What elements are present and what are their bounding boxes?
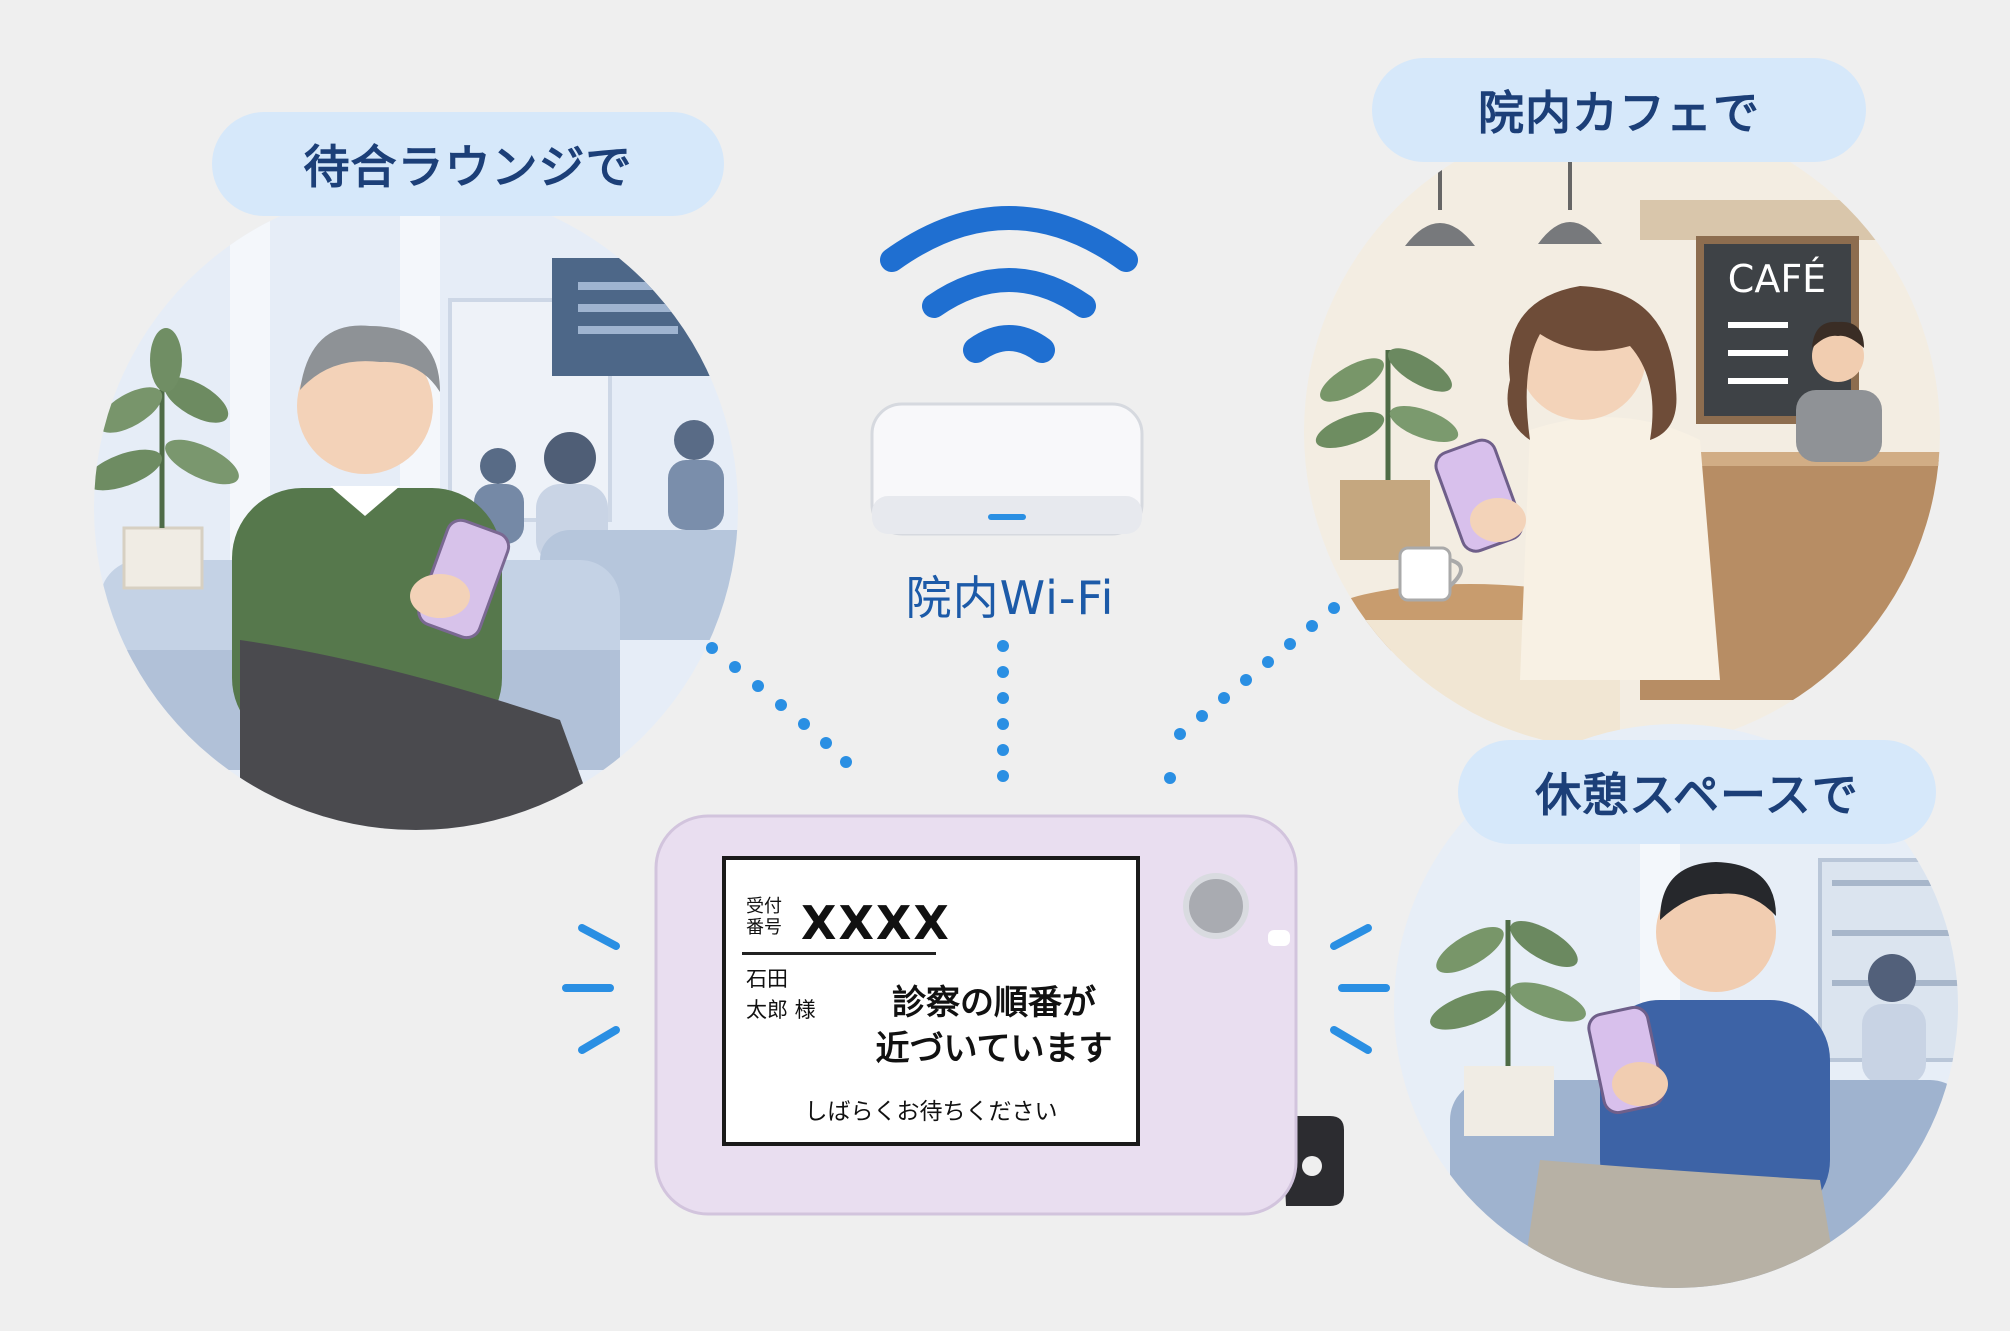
receipt-number-label: 受付 番号 xyxy=(746,896,782,938)
rest-plant-icon xyxy=(1430,920,1586,1136)
pager-screen: 受付 番号 XXXX 石田 太郎 様 診察の順番が 近づいています しばらくお待… xyxy=(722,856,1140,1146)
cafe-plant-icon xyxy=(1315,348,1459,560)
lounge-scene xyxy=(94,186,738,830)
rest-space-label: 休憩スペースで xyxy=(1458,740,1936,844)
lounge-plant-icon xyxy=(94,328,239,590)
cup-icon xyxy=(1398,546,1463,602)
notification-message: 診察の順番が 近づいています xyxy=(875,983,1113,1069)
receipt-number: XXXX xyxy=(801,896,951,950)
hospital-wifi-label: 院内Wi-Fi xyxy=(905,571,1115,625)
lounge-label: 待合ラウンジで xyxy=(212,112,724,216)
router-icon xyxy=(870,402,1144,536)
lounge-tv-icon xyxy=(552,258,712,376)
patient-name: 石田 太郎 様 xyxy=(746,967,816,1022)
wifi-icon xyxy=(880,206,1138,363)
rest-person xyxy=(1520,862,1840,1288)
cafe-person xyxy=(1434,286,1720,680)
vibration-marks xyxy=(562,924,1390,1054)
cafe-label: 院内カフェで xyxy=(1372,58,1866,162)
lounge-person xyxy=(232,325,600,830)
cafe-sign-text: CAFÉ xyxy=(1728,257,1826,301)
waiting-text: しばらくお待ちください xyxy=(804,1099,1058,1125)
cafe-scene: CAFÉ xyxy=(1304,114,1940,750)
pager-button-icon xyxy=(1183,873,1249,939)
divider xyxy=(742,952,936,955)
connection-dots xyxy=(706,602,1340,784)
